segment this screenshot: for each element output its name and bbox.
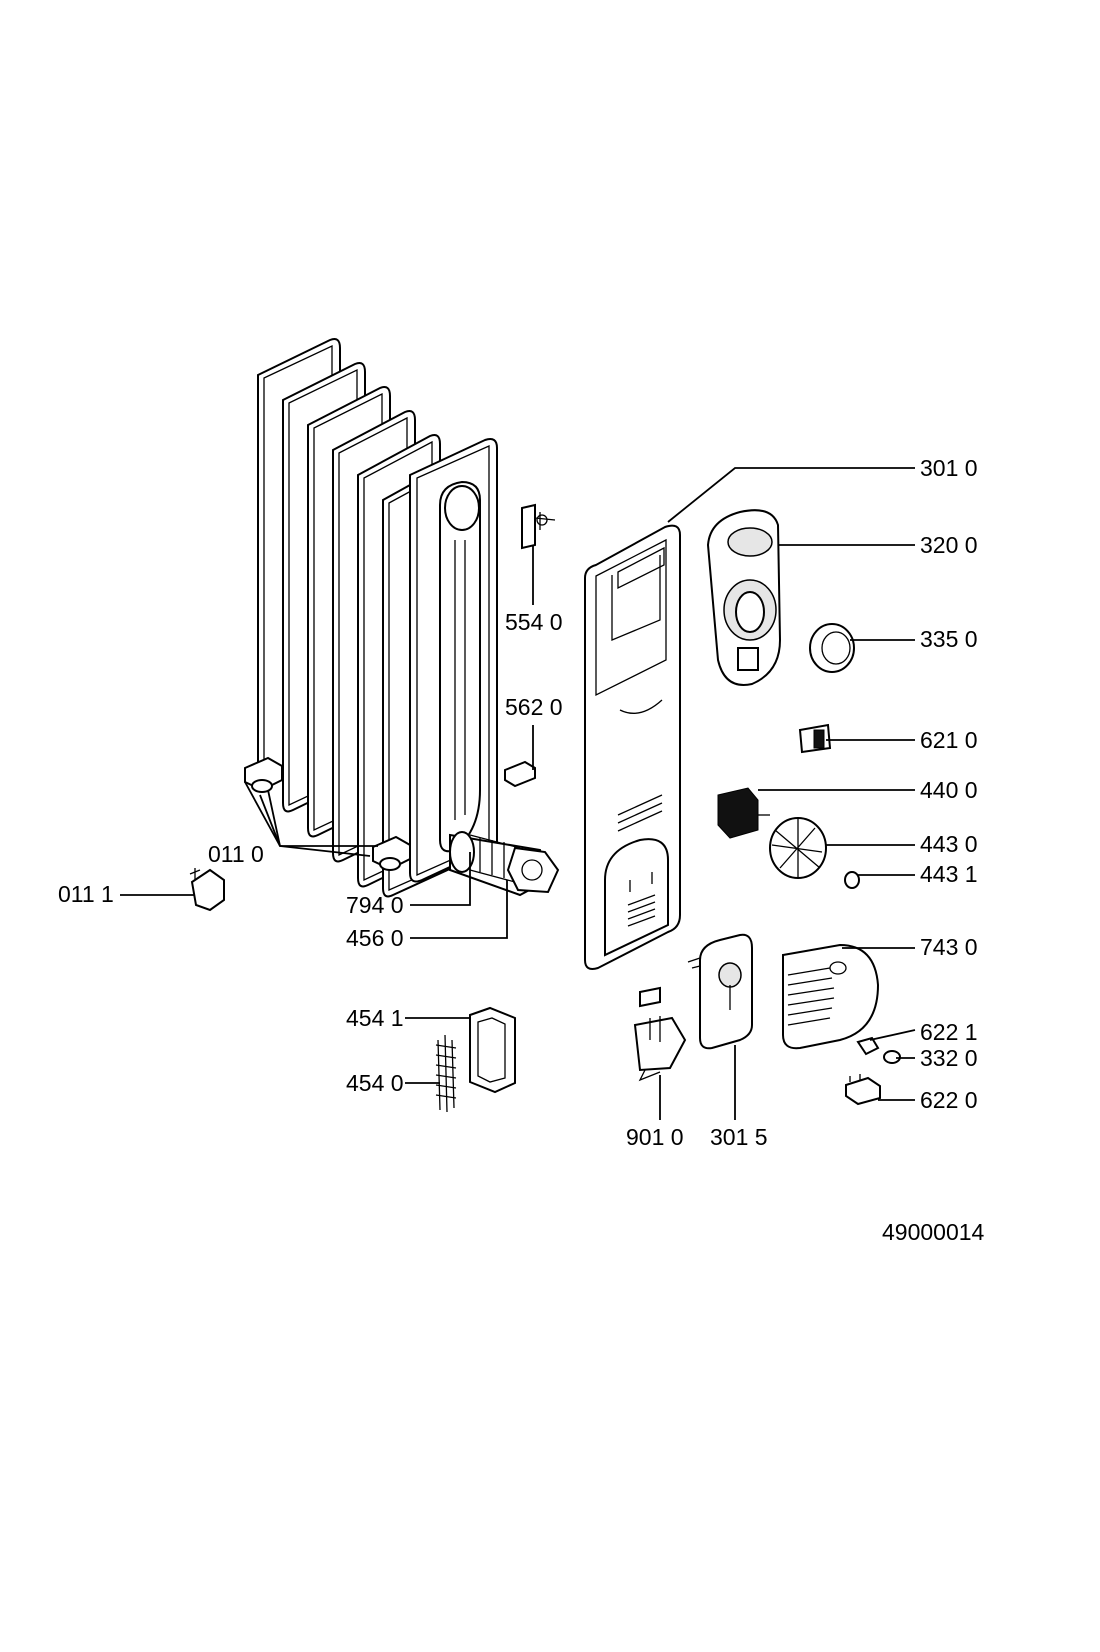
label-554-0: 554 0 [505, 609, 563, 635]
connector-icon [504, 760, 536, 788]
part-labels: 301 0 320 0 335 0 554 0 562 0 621 0 440 … [58, 455, 985, 1245]
label-794-0: 794 0 [346, 892, 404, 918]
label-301-0: 301 0 [920, 455, 978, 481]
lamp-holder-icon [856, 1036, 901, 1064]
terminal-block-icon [633, 986, 687, 1082]
label-622-1: 622 1 [920, 1019, 978, 1045]
small-nut-icon [844, 871, 860, 889]
label-443-0: 443 0 [920, 831, 978, 857]
microswitch-icon [845, 1074, 881, 1106]
insulating-box-icon [469, 1006, 516, 1094]
caster-wheel-icon [189, 868, 225, 912]
radiator-body [244, 338, 498, 898]
small-panel-icon [687, 933, 753, 1050]
label-332-0: 332 0 [920, 1045, 978, 1071]
gear-knob-icon [769, 817, 827, 879]
label-621-0: 621 0 [920, 727, 978, 753]
radiator-foot [244, 756, 283, 793]
radiator-front-fin [409, 438, 498, 883]
label-901-0: 901 0 [626, 1124, 684, 1150]
label-440-0: 440 0 [920, 777, 978, 803]
knob-icon [809, 623, 855, 673]
label-320-0: 320 0 [920, 532, 978, 558]
label-454-0: 454 0 [346, 1070, 404, 1096]
label-743-0: 743 0 [920, 934, 978, 960]
label-456-0: 456 0 [346, 925, 404, 951]
control-cover-icon [706, 509, 782, 686]
rocker-switch-icon [798, 723, 832, 754]
label-562-0: 562 0 [505, 694, 563, 720]
spring-contacts-icon [435, 1034, 457, 1113]
side-cover-icon [782, 943, 880, 1050]
heating-element-icon [449, 831, 560, 897]
thermostat-icon [717, 787, 770, 839]
front-panel-icon [584, 524, 681, 970]
drawing-number: 49000014 [882, 1219, 985, 1245]
label-454-1: 454 1 [346, 1005, 404, 1031]
leader-lines [120, 467, 916, 1120]
label-301-5: 301 5 [710, 1124, 768, 1150]
label-622-0: 622 0 [920, 1087, 978, 1113]
label-011-0: 011 0 [208, 841, 264, 867]
label-335-0: 335 0 [920, 626, 978, 652]
label-443-1: 443 1 [920, 861, 978, 887]
bracket-icon [521, 503, 556, 550]
radiator-foot [372, 835, 411, 871]
label-011-1: 011 1 [58, 881, 114, 907]
